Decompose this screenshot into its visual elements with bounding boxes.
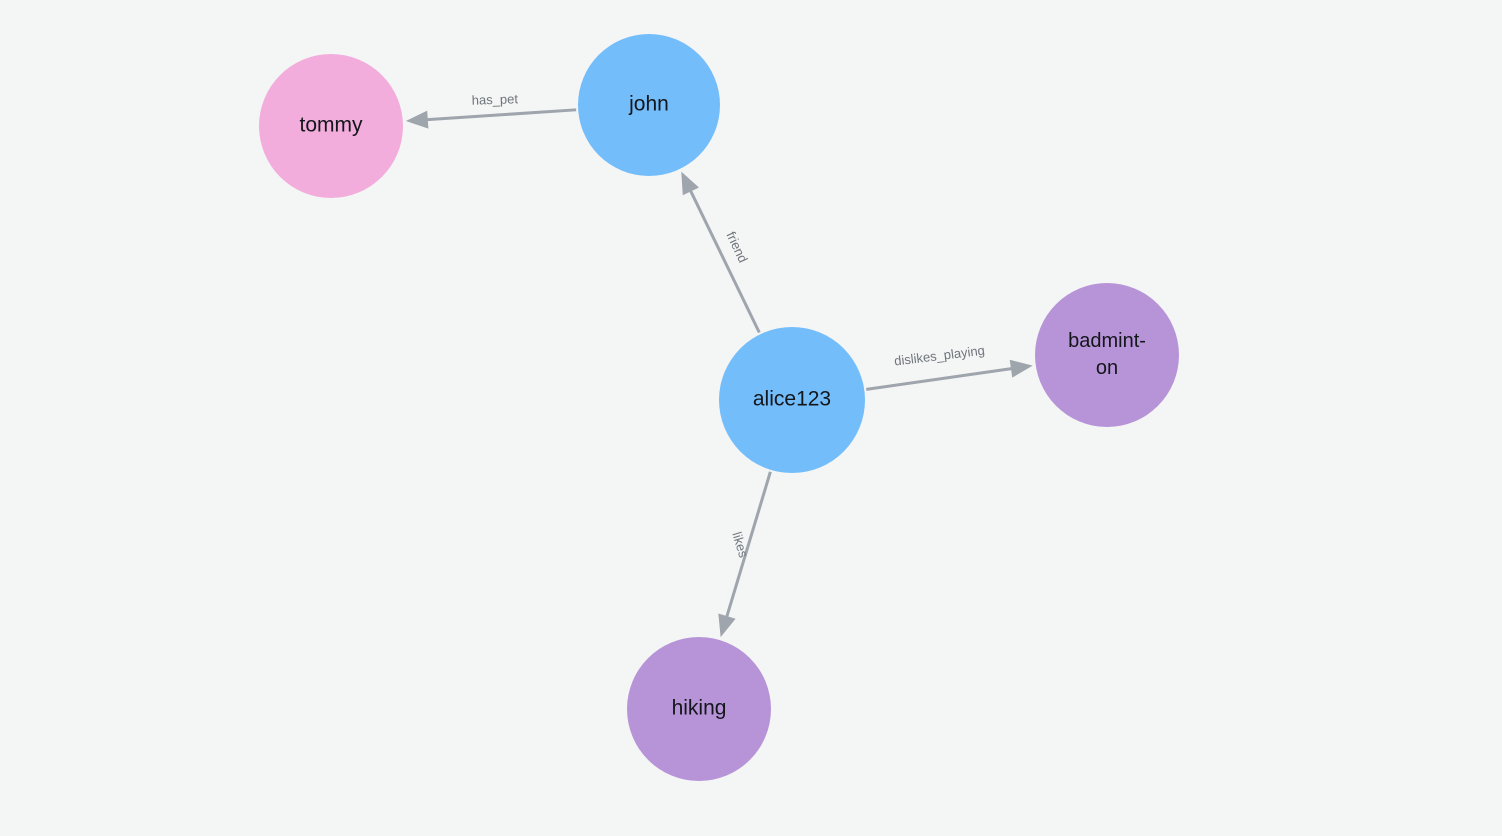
edge-arrowhead-icon <box>681 171 699 196</box>
graph-node-alice123[interactable]: alice123 <box>719 327 865 473</box>
graph-edge[interactable]: dislikes_playing <box>866 343 1033 391</box>
graph-node-tommy[interactable]: tommy <box>259 54 403 198</box>
edge-line <box>423 108 577 122</box>
graph-edge[interactable]: likes <box>718 471 772 638</box>
edge-line <box>866 366 1016 391</box>
edge-arrowhead-icon <box>405 110 429 129</box>
graph-node-hiking[interactable]: hiking <box>627 637 771 781</box>
edge-label: likes <box>729 530 751 560</box>
node-circle[interactable] <box>719 327 865 473</box>
node-circle[interactable] <box>578 34 720 176</box>
node-circle[interactable] <box>1035 283 1179 427</box>
edge-label: dislikes_playing <box>893 343 985 369</box>
node-circle[interactable] <box>259 54 403 198</box>
edge-line <box>724 471 772 621</box>
graph-node-john[interactable]: john <box>578 34 720 176</box>
edge-line <box>687 187 761 334</box>
graph-node-badminton[interactable]: badmint-on <box>1035 283 1179 427</box>
graph-edge[interactable]: friend <box>681 171 761 334</box>
node-circle[interactable] <box>627 637 771 781</box>
graph-edge[interactable]: has_pet <box>405 91 577 129</box>
edge-label: friend <box>723 229 750 265</box>
edge-arrowhead-icon <box>1009 359 1033 378</box>
nodes-layer: tommy john alice123 badmint-on hiking <box>259 34 1179 781</box>
edge-arrowhead-icon <box>718 613 736 638</box>
edge-label: has_pet <box>471 91 518 108</box>
